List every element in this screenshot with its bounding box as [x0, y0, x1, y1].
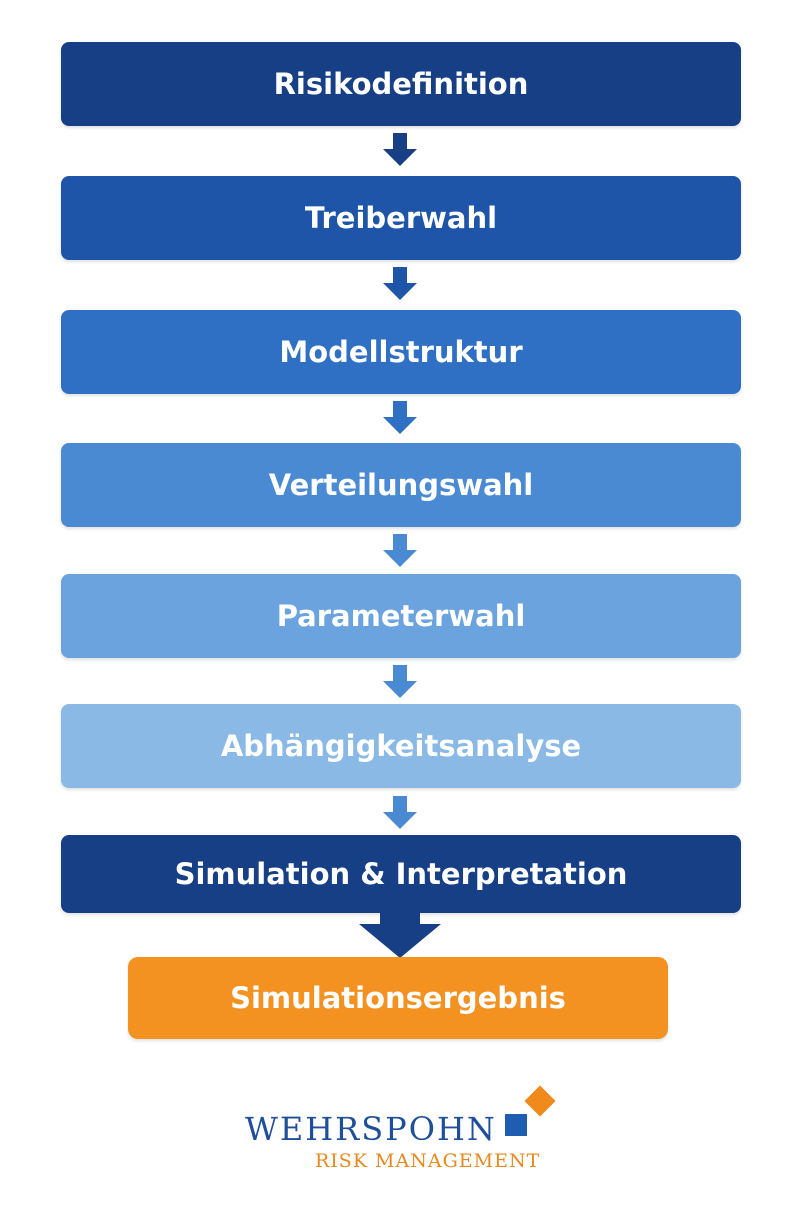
arrow-down-icon [383, 401, 417, 434]
step-parameterwahl: Parameterwahl [61, 574, 741, 658]
arrow-down-large-icon [359, 910, 441, 958]
arrow-down-icon [383, 534, 417, 567]
step-label: Simulation & Interpretation [174, 857, 628, 891]
step-simulation-interpretation: Simulation & Interpretation [61, 835, 741, 913]
step-label: Modellstruktur [279, 335, 523, 369]
company-logo: WEHRSPOHN RISK MANAGEMENT [245, 1085, 565, 1178]
step-verteilungswahl: Verteilungswahl [61, 443, 741, 527]
step-risikodefinition: Risikodefinition [61, 42, 741, 126]
arrow-down-icon [383, 267, 417, 300]
logo-square-blue-icon [505, 1114, 527, 1136]
step-abhaengigkeitsanalyse: Abhängigkeitsanalyse [61, 704, 741, 788]
arrow-down-icon [383, 133, 417, 166]
arrow-down-icon [383, 665, 417, 698]
logo-square-orange-icon [524, 1085, 556, 1117]
step-label: Abhängigkeitsanalyse [220, 729, 582, 763]
step-label: Verteilungswahl [268, 468, 534, 502]
step-label: Treiberwahl [304, 201, 498, 235]
result-label: Simulationsergebnis [230, 981, 566, 1015]
arrow-down-icon [383, 796, 417, 829]
result-box: Simulationsergebnis [128, 957, 668, 1039]
step-label: Risikodefinition [273, 67, 529, 101]
step-label: Parameterwahl [276, 599, 526, 633]
step-modellstruktur: Modellstruktur [61, 310, 741, 394]
logo-name: WEHRSPOHN [245, 1110, 497, 1148]
step-treiberwahl: Treiberwahl [61, 176, 741, 260]
logo-subtitle: RISK MANAGEMENT [315, 1150, 541, 1172]
